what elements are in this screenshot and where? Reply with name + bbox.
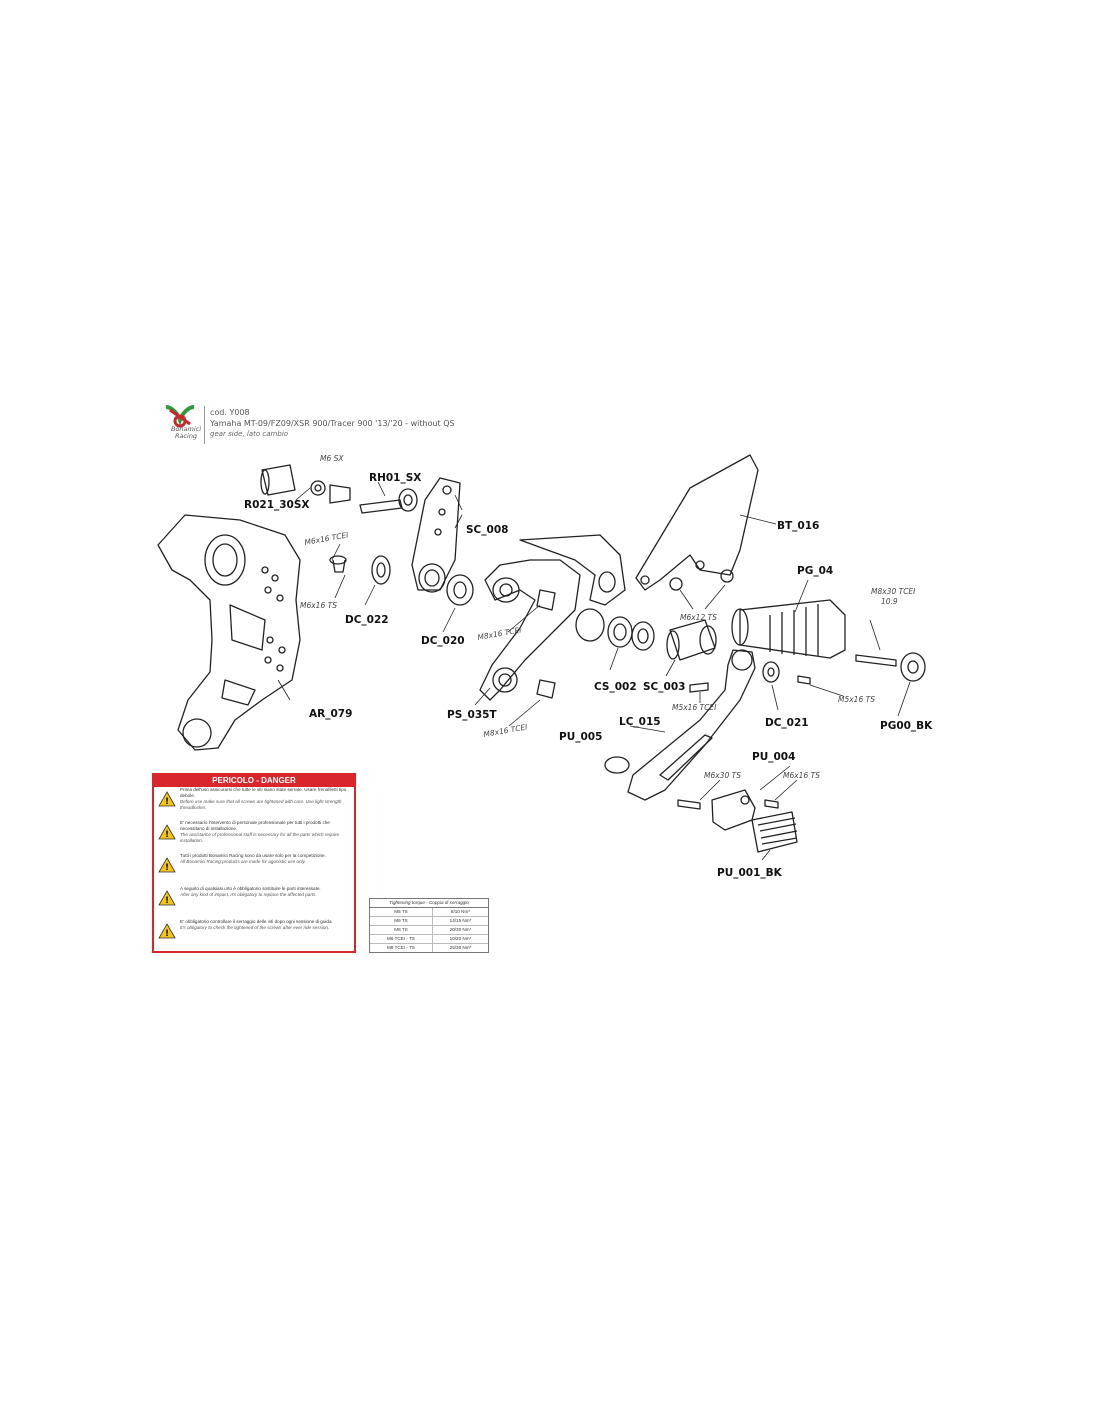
warning-text-it: E' necessario l'intervento di personale … [180,820,330,831]
torque-row: M5 TS 8/10 Nm* [370,908,488,917]
torque-screw: M8 TS [370,926,433,934]
warning-item: ! E' obbligatorio controllare il serragg… [154,919,354,952]
warning-item: ! Tutti i prodotti Bonamici Racing sono … [154,853,354,886]
warning-icon: ! [158,824,176,840]
torque-screw: M5 TS [370,908,433,916]
screw-label: M6 SX [320,454,344,463]
screw-label: M6x12 TS [680,613,717,622]
brand-logo-icon [165,405,195,428]
svg-text:!: ! [165,929,169,939]
screw-label: M6x30 TS [704,771,741,780]
screw-label: M6x16 TCEI [304,530,350,547]
warning-text-en: The assistance of professional staff is … [180,832,340,843]
part-label: PG00_BK [880,720,933,732]
svg-text:!: ! [165,797,169,807]
screw-label: 10.9 [881,597,898,606]
title-block: Bonamici Racing cod. Y008 Yamaha MT-09/F… [160,404,660,448]
part-label: DC_021 [765,717,809,729]
torque-table: Tightening torque - Coppia di serraggio … [369,898,489,953]
screw-label: M8x30 TCEI [871,587,916,596]
footpeg-pg04-drawing [731,599,926,685]
warning-text-en: After any kind of impact, it's obligator… [180,892,317,897]
part-label: BT_016 [777,520,819,532]
torque-row: M8 TS 20/30 Nm* [370,926,488,935]
part-labels: R021_30SX RH01_SX SC_008 BT_016 PG_04 AR… [244,472,933,879]
side-label: gear side, lato cambio [210,430,289,438]
bushings-cs002-drawing [607,616,717,693]
screw-label: M8x16 TCEI [483,722,529,739]
warning-text-en: It's obligatory to check the tightened o… [180,925,330,930]
warning-text-it: Tutti i prodotti Bonamici Racing sono da… [180,853,326,858]
warning-text-it: E' obbligatorio controllare il serraggio… [180,919,333,924]
warning-icon: ! [158,791,176,807]
torque-row: M6 TCEI - TS 10/20 Nm* [370,935,488,944]
part-label: PU_001_BK [717,867,783,879]
danger-warning-panel: PERICOLO - DANGER ! Prima dell'uso assic… [152,773,356,953]
part-label: SC_003 [643,681,685,693]
gear-lever-lc015-drawing [604,649,798,853]
torque-value: 20/30 Nm* [449,927,472,932]
warning-item: ! A seguito di qualsiasi urto è obbligat… [154,886,354,919]
svg-text:!: ! [165,896,169,906]
torque-screw: M6 TS [370,917,433,925]
warning-icon: ! [158,923,176,939]
link-sc008-drawing [411,477,474,606]
torque-value: 14/15 Nm* [449,918,472,923]
part-label: LC_015 [619,716,661,728]
brand-name: Bonamici Racing [170,425,202,440]
screw-label: M6x16 TS [783,771,820,780]
screw-label: M8x16 TCEI [477,625,523,642]
part-label: DC_020 [421,635,465,647]
warning-text-en: Before use make sure that all screws are… [180,799,342,810]
part-label: DC_022 [345,614,389,626]
warning-icon: ! [158,857,176,873]
part-label: PG_04 [797,565,833,577]
bracket-ar079-drawing [157,514,301,751]
product-code: cod. Y008 [210,408,250,417]
part-label: SC_008 [466,524,508,536]
part-label: AR_079 [309,708,352,720]
warning-text-it: A seguito di qualsiasi urto è obbligator… [180,886,321,891]
part-label: RH01_SX [369,472,421,484]
part-label: CS_002 [594,681,637,693]
header-divider [204,406,205,444]
torque-table-title: Tightening torque - Coppia di serraggio [370,899,488,908]
leader-lines [277,481,911,861]
svg-text:!: ! [165,830,169,840]
torque-value: 8/10 Nm* [450,909,471,914]
torque-value: 25/30 Nm* [449,945,472,950]
part-label: PU_004 [752,751,795,763]
part-label: PU_005 [559,731,602,743]
pin-r021-drawing [260,464,391,585]
torque-row: M6 TS 14/15 Nm* [370,917,488,926]
rod-end-rh01-drawing [359,488,418,514]
warning-item: ! Prima dell'uso assicurarsi che tutte l… [154,787,354,820]
plate-bt016-drawing [635,454,759,591]
model-title: Yamaha MT-09/FZ09/XSR 900/Tracer 900 '13… [210,419,455,428]
torque-screw: M6 TCEI - TS [370,935,433,943]
torque-row: M8 TCEI - TS 25/30 Nm* [370,944,488,952]
torque-value: 10/20 Nm* [449,936,472,941]
danger-title: PERICOLO - DANGER [154,775,354,787]
part-label: PS_035T [447,709,497,721]
screw-label: M5x16 TS [838,695,875,704]
torque-screw: M8 TCEI - TS [370,944,433,952]
warning-item: ! E' necessario l'intervento di personal… [154,820,354,853]
screw-label: M5x16 TCEI [672,703,717,712]
warning-text-en: All Bonamici Racing products are made fo… [180,859,306,864]
svg-text:!: ! [165,863,169,873]
warning-icon: ! [158,890,176,906]
screw-labels: M6 SX M6x16 TCEI M6x16 TS M8x16 TCEI M8x… [300,454,916,780]
screw-label: M6x16 TS [300,601,337,610]
lever-ps035t-drawing [479,534,626,701]
part-label: R021_30SX [244,499,310,511]
warning-text-it: Prima dell'uso assicurarsi che tutte le … [180,787,347,798]
